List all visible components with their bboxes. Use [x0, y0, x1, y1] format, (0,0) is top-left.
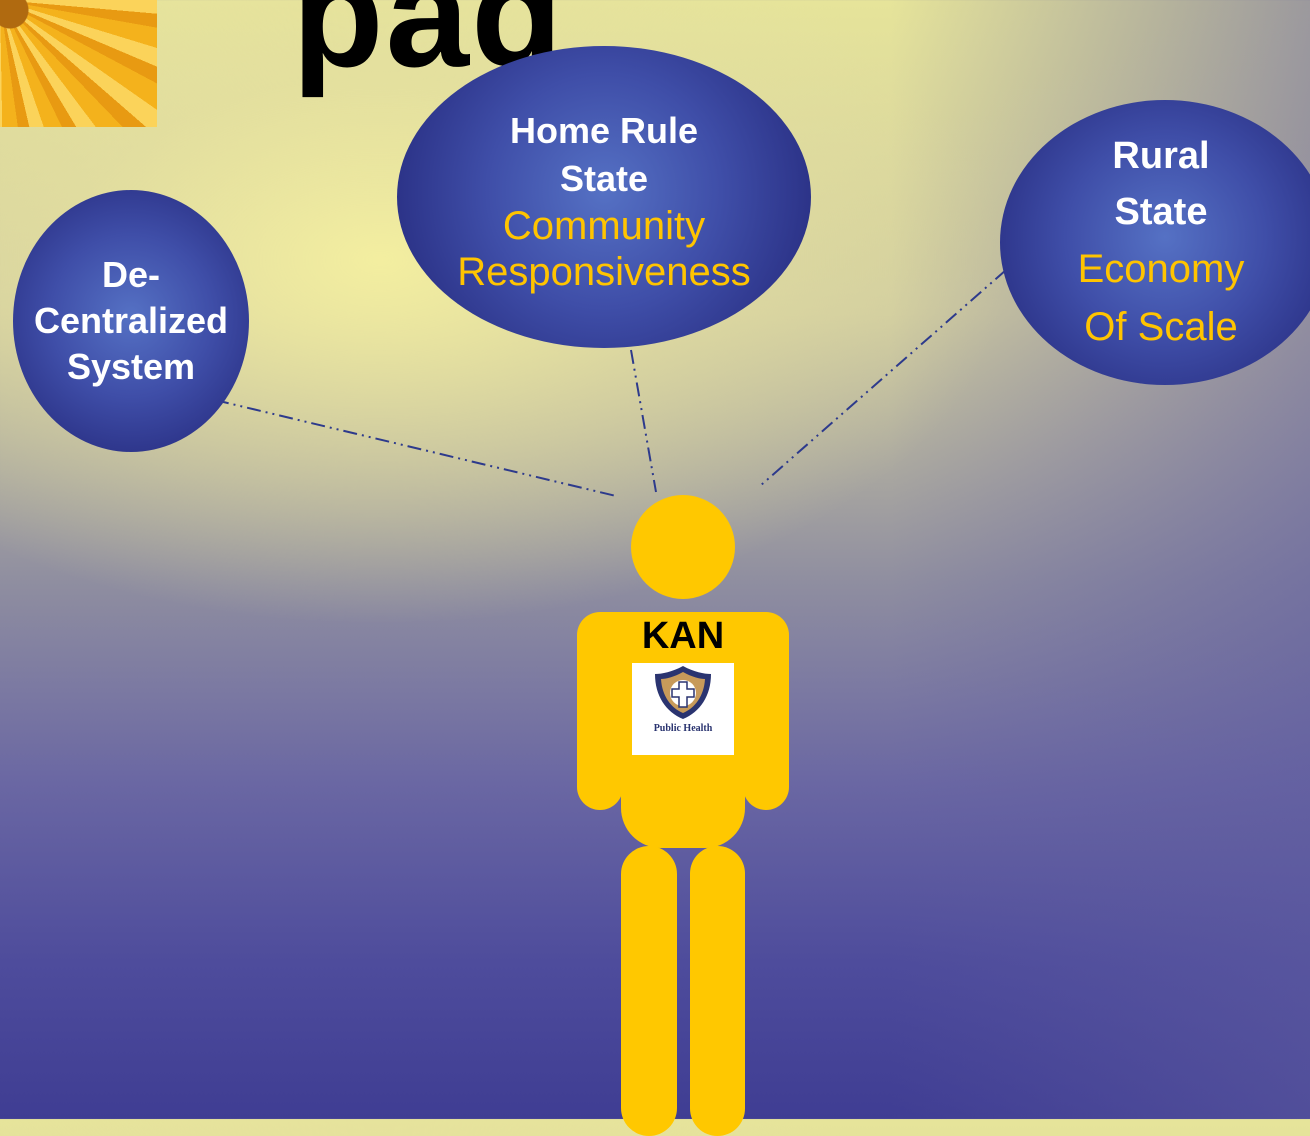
bubble-home-rule-sub-2: Responsiveness	[457, 249, 751, 294]
bubble-decentralized-line-3: System	[66, 346, 196, 388]
figure-label: KAN	[641, 615, 725, 657]
figure-right-leg	[690, 846, 745, 1136]
bubble-decentralized-line-2: Centralized	[33, 299, 229, 341]
badge-caption: Public Health	[653, 723, 713, 734]
bubble-home-rule-title-2: State	[559, 158, 649, 199]
connector-rural	[759, 269, 1007, 487]
figure-head	[631, 495, 735, 599]
bubble-rural-sub-2: Of Scale	[1084, 304, 1238, 349]
bubble-home-rule-state: Home Rule State Community Responsiveness	[397, 46, 811, 348]
figure-left-leg	[621, 846, 677, 1136]
public-health-badge: Public Health	[632, 663, 734, 755]
bubble-rural-state: Rural State Economy Of Scale	[1000, 100, 1310, 385]
bubble-rural-title-1: Rural	[1112, 135, 1210, 178]
bubble-decentralized-system: De- Centralized System	[13, 190, 249, 452]
bubble-home-rule-title-1: Home Rule	[509, 110, 699, 152]
bubble-home-rule-sub-1: Community	[502, 203, 706, 248]
bubble-decentralized-line-1: De-	[101, 253, 160, 295]
sunflower-photo	[0, 0, 157, 127]
connector-home-rule	[630, 349, 657, 493]
connector-decentralized	[214, 399, 617, 497]
bubble-rural-title-2: State	[1114, 190, 1208, 233]
public-health-shield-icon	[655, 666, 711, 719]
bubble-rural-sub-1: Economy	[1077, 246, 1245, 291]
